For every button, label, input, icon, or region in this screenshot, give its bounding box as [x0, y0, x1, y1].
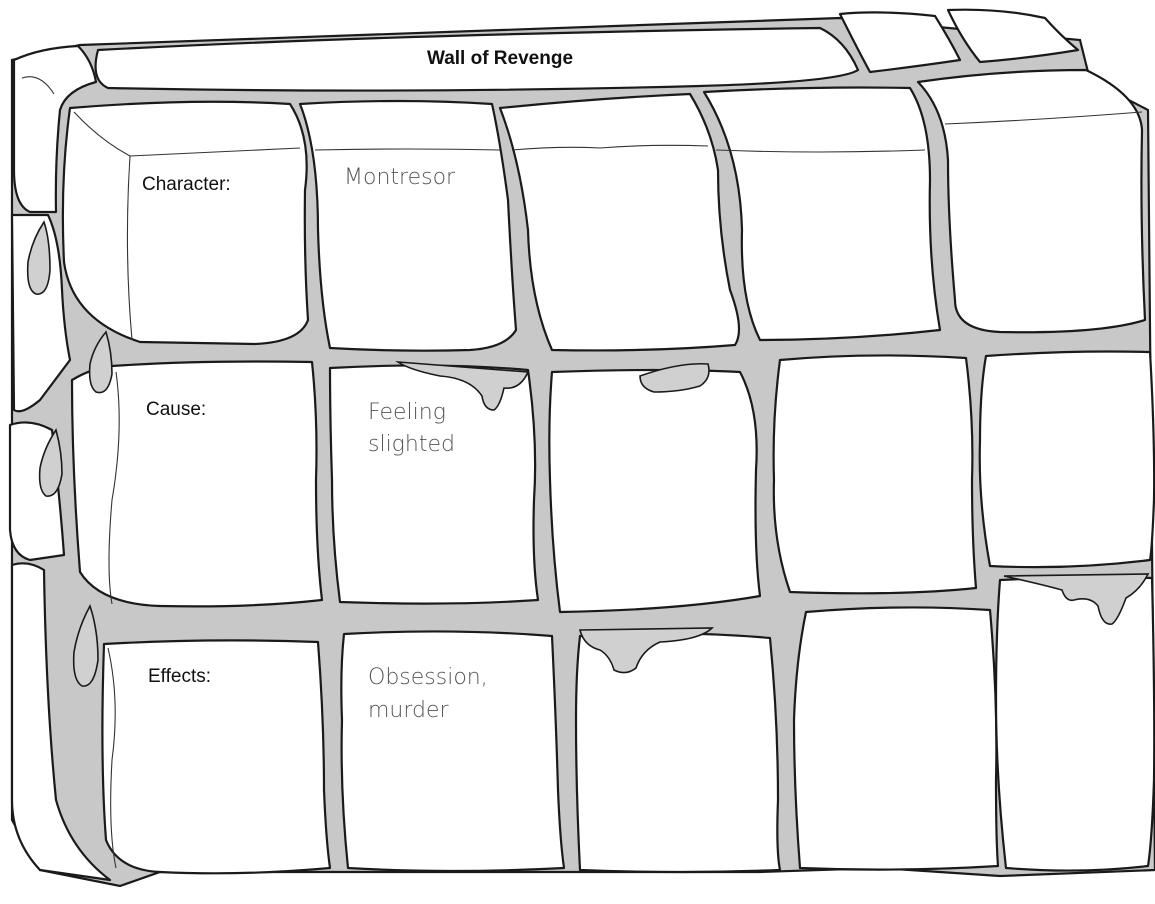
row-label-effects: Effects: [148, 666, 211, 687]
row1-stone-2 [300, 101, 516, 351]
character-entry-line-1: Montresor [344, 165, 456, 190]
cause-entry-line-2: slighted [368, 432, 455, 457]
row2-stone-4 [774, 355, 976, 593]
effects-entry-line-2: murder [368, 698, 450, 723]
row2-stone-5 [980, 352, 1154, 568]
cause-entry-line-1: Feeling [368, 400, 446, 425]
row-label-character: Character: [142, 174, 231, 195]
effects-entry-line-1: Obsession, [368, 665, 488, 690]
row3-stone-3 [576, 633, 780, 872]
row1-stone-1 [63, 102, 308, 344]
wall-title: Wall of Revenge [427, 48, 573, 69]
row3-stone-5 [996, 577, 1154, 870]
row-label-cause: Cause: [146, 399, 206, 420]
row3-stone-4 [794, 607, 998, 869]
row2-stone-3 [549, 370, 760, 612]
row3-stone-1 [102, 640, 330, 873]
